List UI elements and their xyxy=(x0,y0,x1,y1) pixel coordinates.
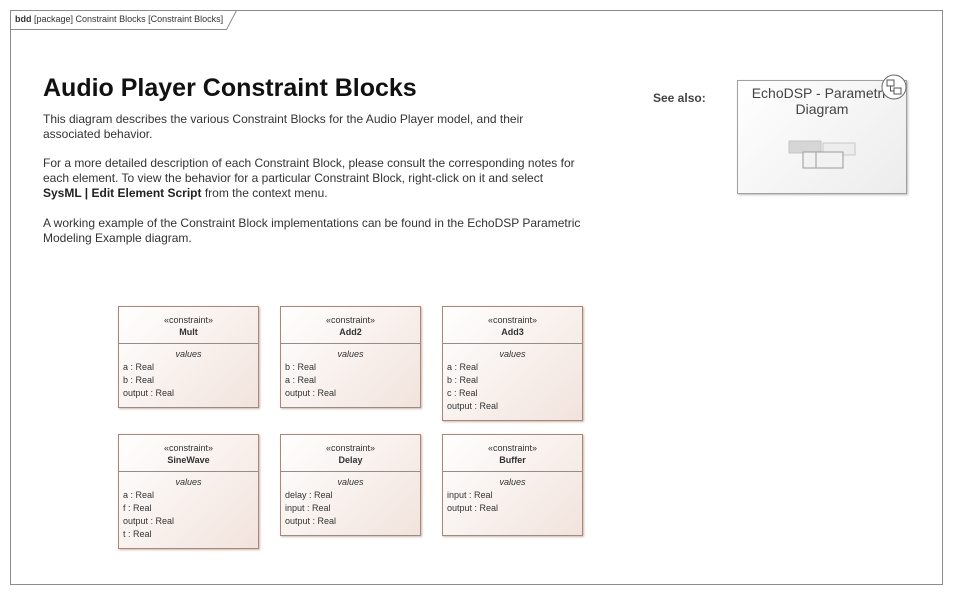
block-property: f : Real xyxy=(123,503,152,513)
compartment-title: values xyxy=(499,477,526,487)
description-paragraph-3: A working example of the Constraint Bloc… xyxy=(43,216,581,245)
block-header: «constraint» Buffer xyxy=(443,435,582,472)
block-property: a : Real xyxy=(123,490,155,500)
diagram-link-icon xyxy=(881,74,907,100)
block-name: Mult xyxy=(179,327,198,337)
block-name: Delay xyxy=(338,455,363,465)
diagram-link-echodsp[interactable]: EchoDSP - Parametric Diagram xyxy=(737,74,907,194)
block-property: a : Real xyxy=(123,362,155,372)
block-values-compartment: values delay : Real input : Real output … xyxy=(281,472,420,533)
constraint-block-buffer[interactable]: «constraint» Buffer values input : Real … xyxy=(442,434,583,536)
block-property: a : Real xyxy=(447,362,479,372)
block-property: c : Real xyxy=(447,388,478,398)
frame-kind: bdd xyxy=(15,14,32,24)
description-p2-tail: from the context menu. xyxy=(201,186,328,200)
compartment-title: values xyxy=(175,349,202,359)
block-values-compartment: values a : Real b : Real output : Real xyxy=(119,344,258,405)
block-property: output : Real xyxy=(285,516,337,526)
constraint-block-add2[interactable]: «constraint» Add2 values b : Real a : Re… xyxy=(280,306,421,408)
frame-label-text: [package] Constraint Blocks [Constraint … xyxy=(34,14,224,24)
block-stereotype: «constraint» xyxy=(163,443,214,453)
diagram-frame xyxy=(10,10,943,585)
block-property: input : Real xyxy=(285,503,331,513)
constraint-block-add3[interactable]: «constraint» Add3 values a : Real b : Re… xyxy=(442,306,583,421)
compartment-title: values xyxy=(337,477,364,487)
block-property: a : Real xyxy=(285,375,317,385)
block-values-compartment: values b : Real a : Real output : Real xyxy=(281,344,420,405)
block-header: «constraint» SineWave xyxy=(119,435,258,472)
see-also-label: See also: xyxy=(653,91,706,105)
frame-tab-shape xyxy=(10,10,237,30)
constraint-block-sinewave[interactable]: «constraint» SineWave values a : Real f … xyxy=(118,434,259,549)
block-values-compartment: values input : Real output : Real xyxy=(443,472,582,520)
block-property: input : Real xyxy=(447,490,493,500)
constraint-block-delay[interactable]: «constraint» Delay values delay : Real i… xyxy=(280,434,421,536)
block-stereotype: «constraint» xyxy=(487,315,538,325)
block-name: SineWave xyxy=(167,455,210,465)
block-stereotype: «constraint» xyxy=(325,315,376,325)
block-property: output : Real xyxy=(123,516,175,526)
block-property: b : Real xyxy=(123,375,155,385)
block-property: output : Real xyxy=(285,388,337,398)
block-header: «constraint» Add3 xyxy=(443,307,582,344)
block-name: Buffer xyxy=(499,455,526,465)
block-stereotype: «constraint» xyxy=(487,443,538,453)
diagram-link-label: EchoDSP - Parametric Diagram xyxy=(751,85,893,117)
block-property: b : Real xyxy=(285,362,317,372)
block-stereotype: «constraint» xyxy=(325,443,376,453)
description-paragraph-1: This diagram describes the various Const… xyxy=(43,112,524,141)
block-property: output : Real xyxy=(123,388,175,398)
frame-tab: bdd [package] Constraint Blocks [Constra… xyxy=(10,10,237,30)
block-name: Add3 xyxy=(501,327,524,337)
block-name: Add2 xyxy=(339,327,362,337)
page-title: Audio Player Constraint Blocks xyxy=(43,74,417,102)
compartment-title: values xyxy=(337,349,364,359)
description-p2-text: For a more detailed description of each … xyxy=(43,156,575,185)
constraint-block-mult[interactable]: «constraint» Mult values a : Real b : Re… xyxy=(118,306,259,408)
description-paragraph-2: For a more detailed description of each … xyxy=(43,156,583,201)
block-property: output : Real xyxy=(447,503,499,513)
block-property: t : Real xyxy=(123,529,152,539)
diagram-thumbnail-icon xyxy=(788,140,856,169)
block-header: «constraint» Delay xyxy=(281,435,420,472)
block-header: «constraint» Mult xyxy=(119,307,258,344)
block-header: «constraint» Add2 xyxy=(281,307,420,344)
block-values-compartment: values a : Real b : Real c : Real output… xyxy=(443,344,582,418)
compartment-title: values xyxy=(175,477,202,487)
block-property: output : Real xyxy=(447,401,499,411)
block-values-compartment: values a : Real f : Real output : Real t… xyxy=(119,472,258,546)
compartment-title: values xyxy=(499,349,526,359)
frame-label: bdd [package] Constraint Blocks [Constra… xyxy=(15,14,223,24)
block-property: b : Real xyxy=(447,375,479,385)
menu-path: SysML | Edit Element Script xyxy=(43,186,202,200)
block-stereotype: «constraint» xyxy=(163,315,214,325)
block-property: delay : Real xyxy=(285,490,333,500)
